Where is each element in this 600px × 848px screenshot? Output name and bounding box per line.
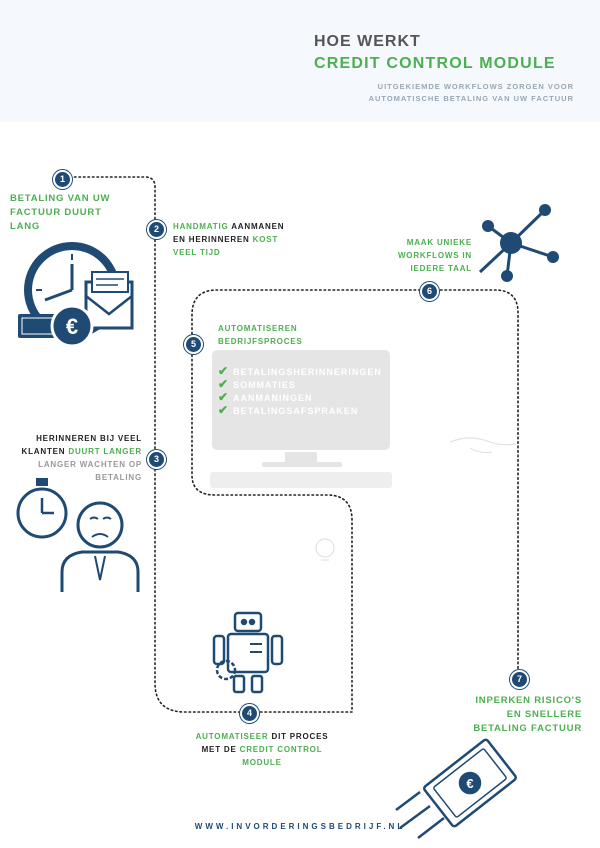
step-6-text: MAAK UNIEKE WORKFLOWS IN IEDERE TAAL	[397, 238, 472, 273]
checkmark-icon: ✔	[218, 377, 230, 391]
step-7-text: INPERKEN RISICO'S EN SNELLERE BETALING F…	[473, 695, 582, 734]
faint-bulb-icon	[315, 538, 335, 561]
checklist: ✔BETALINGSHERINNERINGEN ✔SOMMATIES ✔AANM…	[218, 365, 382, 417]
svg-text:€: €	[66, 314, 78, 339]
step-4-badge: 4	[240, 704, 259, 723]
header-band	[0, 0, 600, 122]
flying-money-icon: €	[395, 738, 517, 839]
page-title: HOE WERKT	[314, 33, 421, 50]
robot-icon	[212, 611, 284, 694]
clock-euro-envelope-icon: €	[18, 242, 134, 348]
faint-handshake-icon	[449, 437, 517, 454]
page-subtitle: CREDIT CONTROL MODULE	[314, 55, 556, 72]
step-7-badge: 7	[510, 670, 529, 689]
step-1-text: BETALING VAN UW FACTUUR DUURT LANG	[10, 193, 111, 232]
page-description: UITGEKIEMDE WORKFLOWS ZORGEN VOOR AUTOMA…	[368, 82, 574, 103]
checkmark-icon: ✔	[218, 403, 230, 417]
network-hub-icon	[478, 204, 559, 282]
checklist-item: ✔AANMANINGEN	[218, 390, 313, 404]
step-2-text: HANDMATIG AANMANEN EN HERINNEREN KOST VE…	[173, 222, 285, 257]
step-1-badge: 1	[53, 170, 72, 189]
checklist-item: ✔BETALINGSAFSPRAKEN	[218, 403, 359, 417]
monitor-icon	[210, 350, 392, 488]
checklist-item: ✔BETALINGSHERINNERINGEN	[218, 364, 382, 378]
dotted-flow-path	[69, 176, 519, 713]
checkmark-icon: ✔	[218, 364, 230, 378]
step-2-badge: 2	[147, 220, 166, 239]
step-5-text: AUTOMATISEREN BEDRIJFSPROCES	[218, 324, 303, 346]
step-4-text: AUTOMATISEER DIT PROCES MET DE CREDIT CO…	[195, 732, 329, 767]
step-3-badge: 3	[147, 450, 166, 469]
footer-url: WWW.INVORDERINGSBEDRIJF.NL	[194, 822, 406, 831]
checkmark-icon: ✔	[218, 390, 230, 404]
step-6-badge: 6	[420, 282, 439, 301]
stopwatch-worried-man-icon	[16, 478, 140, 592]
svg-text:€: €	[466, 776, 473, 791]
step-3-text: HERINNEREN BIJ VEEL KLANTEN DUURT LANGER…	[21, 434, 142, 482]
step-5-badge: 5	[184, 335, 203, 354]
checklist-item: ✔SOMMATIES	[218, 377, 296, 391]
